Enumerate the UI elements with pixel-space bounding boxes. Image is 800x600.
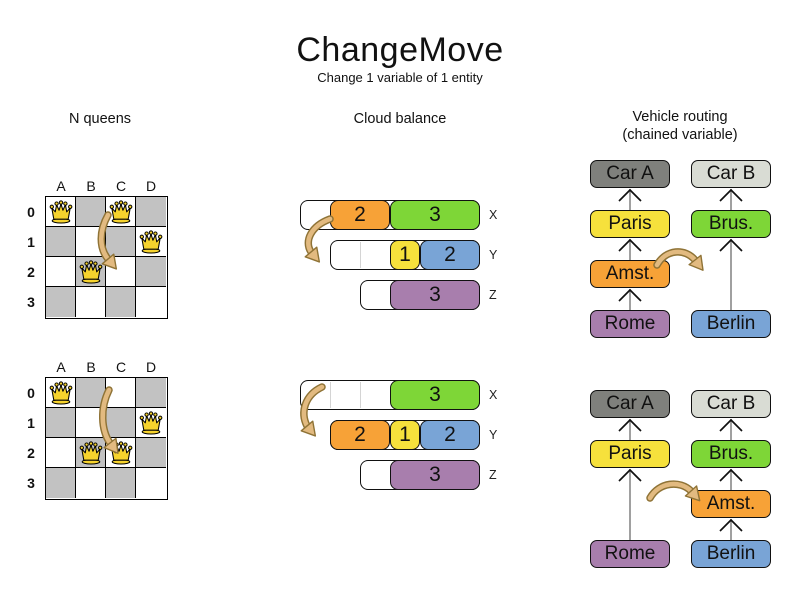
board-cell-B3 bbox=[76, 468, 106, 498]
board-cell-B1 bbox=[76, 227, 106, 257]
queen-d1 bbox=[138, 230, 164, 254]
section-subheading-chained-variable: (chained variable) bbox=[622, 127, 738, 143]
board-cell-D2 bbox=[136, 438, 166, 468]
board-cell-A1 bbox=[46, 408, 76, 438]
board-row-label: 0 bbox=[27, 204, 35, 220]
queen-a0 bbox=[48, 381, 74, 405]
board-cell-C3 bbox=[106, 468, 136, 498]
page-title: ChangeMove bbox=[296, 31, 504, 69]
board-cell-A1 bbox=[46, 227, 76, 257]
queen-c0 bbox=[108, 200, 134, 224]
cloud-process: 3 bbox=[390, 200, 480, 230]
vehicle-node-berlin: Berlin bbox=[691, 540, 771, 568]
section-heading-nqueens: N queens bbox=[68, 111, 132, 127]
board-cell-A3 bbox=[46, 468, 76, 498]
board-column-label: D bbox=[145, 178, 157, 194]
board-column-label: C bbox=[115, 359, 127, 375]
board-row-label: 0 bbox=[27, 385, 35, 401]
queen-icon bbox=[109, 441, 133, 465]
cloud-computer-label: Z bbox=[489, 288, 497, 302]
board-cell-B1 bbox=[76, 408, 106, 438]
vehicle-node-berlin: Berlin bbox=[691, 310, 771, 338]
board-row-label: 3 bbox=[27, 294, 35, 310]
board-row-label: 1 bbox=[27, 415, 35, 431]
cloud-process: 1 bbox=[390, 420, 420, 450]
board-column-label: B bbox=[86, 359, 96, 375]
vehicle-node-cara: Car A bbox=[590, 390, 670, 418]
queen-icon bbox=[139, 411, 163, 435]
queen-icon bbox=[79, 260, 103, 284]
board-cell-B0 bbox=[76, 197, 106, 227]
page-subtitle: Change 1 variable of 1 entity bbox=[317, 70, 483, 85]
queen-icon bbox=[49, 381, 73, 405]
board-cell-C3 bbox=[106, 287, 136, 317]
board-cell-B0 bbox=[76, 378, 106, 408]
cloud-computer-label: Z bbox=[489, 468, 497, 482]
queen-d1 bbox=[138, 411, 164, 435]
board-column-label: D bbox=[145, 359, 157, 375]
vehicle-node-cara: Car A bbox=[590, 160, 670, 188]
cloud-process: 2 bbox=[330, 420, 390, 450]
queen-a0 bbox=[48, 200, 74, 224]
cloud-computer-label: Y bbox=[489, 428, 498, 442]
queen-icon bbox=[49, 200, 73, 224]
board-cell-C1 bbox=[106, 227, 136, 257]
board-row-label: 3 bbox=[27, 475, 35, 491]
board-cell-C1 bbox=[106, 408, 136, 438]
board-cell-D3 bbox=[136, 468, 166, 498]
board-cell-A2 bbox=[46, 257, 76, 287]
cloud-unit-divider bbox=[360, 382, 361, 408]
board-column-label: B bbox=[86, 178, 96, 194]
vehicle-node-brus: Brus. bbox=[691, 440, 771, 468]
board-cell-B3 bbox=[76, 287, 106, 317]
cloud-computer-label: X bbox=[489, 208, 498, 222]
board-cell-C0 bbox=[106, 378, 136, 408]
cloud-process: 3 bbox=[390, 380, 480, 410]
cloud-process: 3 bbox=[390, 460, 480, 490]
vehicle-node-paris: Paris bbox=[590, 210, 670, 238]
board-cell-A3 bbox=[46, 287, 76, 317]
board-cell-D0 bbox=[136, 197, 166, 227]
vehicle-node-brus: Brus. bbox=[691, 210, 771, 238]
cloud-unit-divider bbox=[330, 382, 331, 408]
cloud-unit-divider bbox=[360, 242, 361, 268]
cloud-process: 3 bbox=[390, 280, 480, 310]
board-cell-C2 bbox=[106, 257, 136, 287]
vehicle-node-rome: Rome bbox=[590, 540, 670, 568]
board-cell-D2 bbox=[136, 257, 166, 287]
queen-icon bbox=[109, 200, 133, 224]
queen-b2 bbox=[78, 441, 104, 465]
vehicle-node-carb: Car B bbox=[691, 160, 771, 188]
cloud-process: 1 bbox=[390, 240, 420, 270]
queen-icon bbox=[79, 441, 103, 465]
vehicle-node-carb: Car B bbox=[691, 390, 771, 418]
board-column-label: A bbox=[56, 178, 66, 194]
cloud-process: 2 bbox=[420, 240, 480, 270]
vehicle-node-paris: Paris bbox=[590, 440, 670, 468]
queen-icon bbox=[139, 230, 163, 254]
section-heading-cloud-balance: Cloud balance bbox=[353, 111, 447, 127]
board-row-label: 2 bbox=[27, 264, 35, 280]
section-heading-vehicle-routing: Vehicle routing bbox=[632, 109, 728, 125]
board-column-label: A bbox=[56, 359, 66, 375]
cloud-computer-label: Y bbox=[489, 248, 498, 262]
board-cell-D0 bbox=[136, 378, 166, 408]
queen-b2 bbox=[78, 260, 104, 284]
vehicle-node-rome: Rome bbox=[590, 310, 670, 338]
board-cell-D3 bbox=[136, 287, 166, 317]
cloud-process: 2 bbox=[330, 200, 390, 230]
board-cell-A2 bbox=[46, 438, 76, 468]
cloud-computer-label: X bbox=[489, 388, 498, 402]
queen-c2 bbox=[108, 441, 134, 465]
vehicle-node-amst: Amst. bbox=[590, 260, 670, 288]
vehicle-node-amst: Amst. bbox=[691, 490, 771, 518]
board-row-label: 1 bbox=[27, 234, 35, 250]
board-column-label: C bbox=[115, 178, 127, 194]
board-row-label: 2 bbox=[27, 445, 35, 461]
cloud-process: 2 bbox=[420, 420, 480, 450]
